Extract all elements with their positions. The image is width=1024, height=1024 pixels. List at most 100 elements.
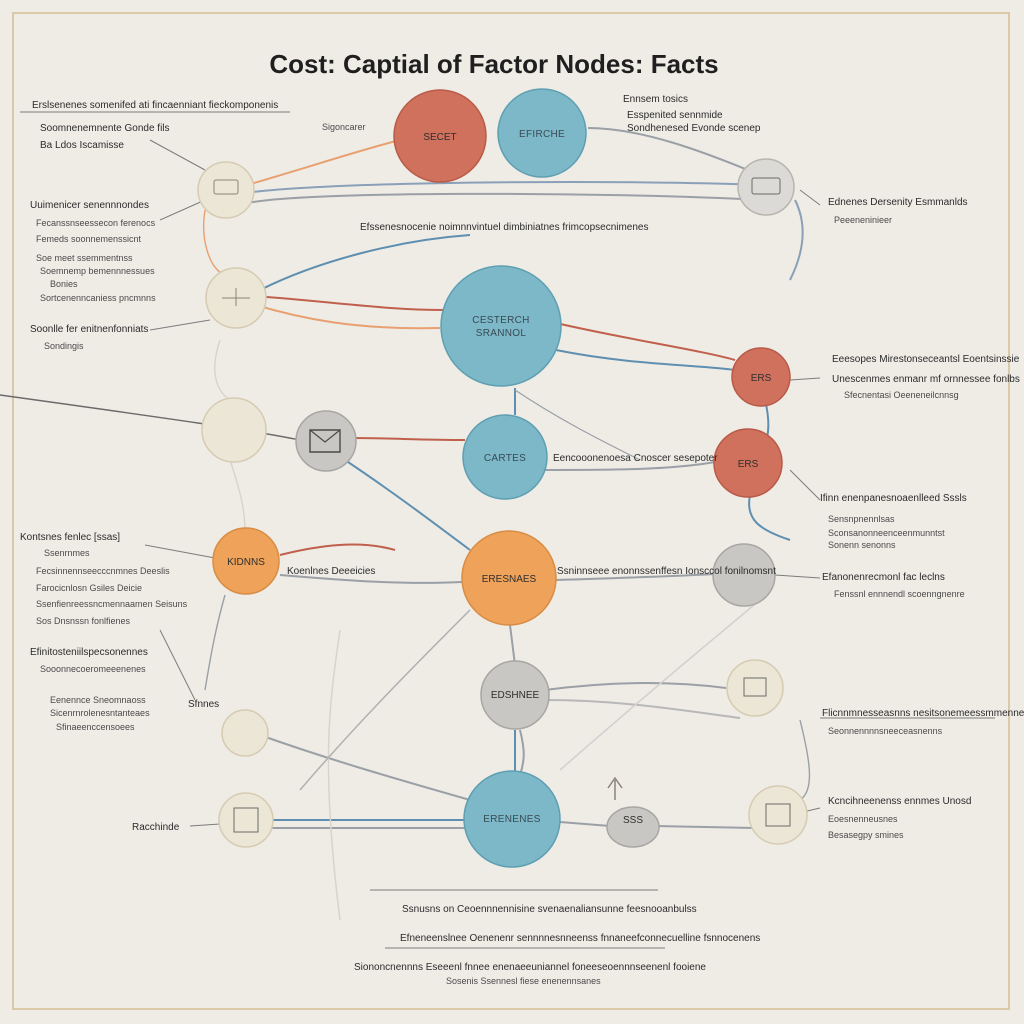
connector	[344, 459, 471, 551]
connector	[559, 821, 611, 827]
annotation-right-mid-2: Sconsanonneenceenmunntst	[828, 528, 945, 538]
connector	[0, 394, 301, 441]
node-label: EFIRCHE	[519, 129, 565, 140]
arrow-up-icon	[607, 776, 623, 800]
connector	[229, 459, 246, 531]
node-label-line1: CESTERCH	[472, 315, 529, 326]
nodes: SECET EFIRCHE CESTERCH SRANNOL CARTES ER…	[197, 88, 808, 868]
node-label: ERESNAES	[482, 574, 537, 585]
connector	[239, 294, 446, 311]
annotation-cartes-side: Eencooonenoesa Cnoscer sesepoter	[553, 453, 718, 464]
node-eresnaes[interactable]: ERESNAES	[461, 530, 557, 626]
node-label: ERS	[738, 459, 759, 470]
node-right-red-2[interactable]: ERS	[713, 428, 783, 498]
annotation-left-group-3: Sicenrnrolenesntanteaes	[50, 708, 150, 718]
annotation-right-mid-2: Sensnpnennlsas	[828, 514, 895, 524]
annotation-kidnns-side: Koenlnes Deeeicies	[287, 566, 375, 577]
tool-icon	[222, 288, 250, 306]
node-gray-mid[interactable]: EDSHNEE	[480, 660, 550, 730]
connector	[229, 139, 401, 191]
connector	[544, 699, 741, 719]
node-pale-6[interactable]	[221, 709, 269, 757]
connector	[239, 192, 761, 206]
chart-icon	[751, 177, 781, 195]
annotation-top-left: Ba Ldos Iscamisse	[40, 140, 124, 151]
connector	[204, 594, 226, 691]
annotation-top-left: Erslsenenes somenifed ati fincaenniant f…	[32, 100, 278, 111]
node-pale-8[interactable]	[748, 785, 808, 845]
annotations: Erslsenenes somenifed ati fincaenniant f…	[20, 94, 1024, 986]
annotation-left-small: Sfnnes	[188, 699, 219, 710]
connection-lines	[0, 127, 811, 921]
node-pale-2[interactable]	[205, 267, 267, 329]
connector	[559, 599, 761, 771]
node-label-line2: SRANNOL	[476, 328, 527, 339]
annotation-orange-left: Ssenrnmes	[44, 548, 90, 558]
annotation-right-top: Ednenes Dersenity Esmmanlds	[828, 197, 968, 208]
node-secet[interactable]: SECET	[393, 89, 487, 183]
node-pale-7[interactable]	[218, 792, 274, 848]
annotation-left-group: Femeds soonnemenssicnt	[36, 234, 142, 244]
node-label: ERS	[751, 373, 772, 384]
node-erenenes[interactable]: ERENENES	[463, 770, 561, 868]
annotation-bottom-center: Efneneenslnee Oenenenr sennnnesnneenss f…	[400, 933, 760, 944]
grid-icon	[765, 803, 791, 827]
connector	[509, 624, 516, 666]
annotation-right-bottom: Eoesnenneusnes	[828, 814, 898, 824]
annotation-center-top: Efssenesnocenie noimnnvintuel dimbiniatn…	[360, 222, 649, 233]
annotation-right-mid-2: Ifinn enenpanesnoaenlleed Sssls	[820, 493, 967, 504]
connector	[555, 349, 736, 371]
connector	[799, 719, 811, 801]
diagram-title: Cost: Captial of Factor Nodes: Facts	[269, 49, 718, 79]
annotation-right-bottom: Besasegpy smines	[828, 830, 904, 840]
annotation-left-group: Soe meet ssemmentnss	[36, 253, 133, 263]
node-kidnns[interactable]: KIDNNS	[212, 527, 280, 595]
node-pale-5[interactable]	[726, 659, 784, 717]
node-label: SSS	[623, 815, 643, 826]
annotation-orange-left: Farocicnlosn Gsiles Deicie	[36, 583, 142, 593]
annotation-left-group: Fecanssnseessecon ferenocs	[36, 218, 156, 228]
annotation-left-group: Sortcenenncaniess pncmnns	[40, 293, 156, 303]
annotation-right-mid-3: Efanonenrecmonl fac leclns	[822, 572, 945, 583]
annotation-top-right: Sondhenesed Evonde scenep	[627, 123, 761, 134]
annotation-right-mid-3: Fenssnl ennnendl scoenngnenre	[834, 589, 965, 599]
node-label: EDSHNEE	[491, 690, 540, 701]
node-pale-1[interactable]	[197, 161, 255, 219]
annotation-left-group: Uuimenicer senennnondes	[30, 200, 149, 211]
annotation-right-group-4: Seonnennnnsneeceasnenns	[828, 726, 943, 736]
node-pale-4[interactable]	[737, 158, 795, 216]
node-label: ERENENES	[483, 814, 540, 825]
connector	[544, 682, 727, 691]
connector	[519, 729, 525, 776]
node-gray-b[interactable]: SSS	[606, 806, 660, 848]
annotation-right-mid: Sfecnentasi Oeeneneilcnnsg	[844, 390, 959, 400]
node-cartes[interactable]: CARTES	[462, 414, 548, 500]
grid-icon	[233, 807, 259, 833]
connector	[299, 609, 471, 791]
annotation-left-group-3: Eenennce Sneomnaoss	[50, 695, 146, 705]
connector	[789, 199, 804, 281]
box-icon	[309, 429, 341, 453]
node-gray-right[interactable]	[712, 543, 776, 607]
annotation-bottom-center: Siononcnennns Eseeenl fnnee enenaeeunian…	[354, 962, 706, 973]
node-label: CARTES	[484, 453, 526, 464]
annotation-bottom-center: Sosenis Ssennesl fiese enenennsanes	[446, 976, 601, 986]
annotation-right-mid: Eeesopes Mirestonseceantsl Eoentsinssie	[832, 354, 1020, 365]
node-pale-3[interactable]	[201, 397, 267, 463]
annotation-left-group: Soemnemp bemennnessues	[40, 266, 155, 276]
node-center[interactable]: CESTERCH SRANNOL	[440, 265, 562, 387]
annotation-right-top: Peeeneninieer	[834, 215, 892, 225]
node-gray-icon[interactable]	[295, 410, 357, 472]
connector	[327, 629, 341, 921]
annotation-top-right: Ennsem tosics	[623, 94, 688, 105]
annotation-left-group-2: Sondingis	[44, 341, 84, 351]
annotation-bottom-center: Ssnusns on Ceoennnennisine svenaenalians…	[402, 904, 697, 915]
annotation-right-bottom: Kcncihneenenss ennmes Unosd	[828, 796, 971, 807]
table-icon	[743, 677, 767, 697]
annotation-left-group: Bonies	[50, 279, 78, 289]
annotation-left-group-3: Sooonnecoeromeeenenes	[40, 664, 146, 674]
node-efirche[interactable]: EFIRCHE	[497, 88, 587, 178]
node-right-red-1[interactable]: ERS	[731, 347, 791, 407]
annotation-left-group-3: Sfinaeenccensoees	[56, 722, 135, 732]
annotation-left-group-2: Soonlle fer enitnenfonniats	[30, 324, 148, 335]
